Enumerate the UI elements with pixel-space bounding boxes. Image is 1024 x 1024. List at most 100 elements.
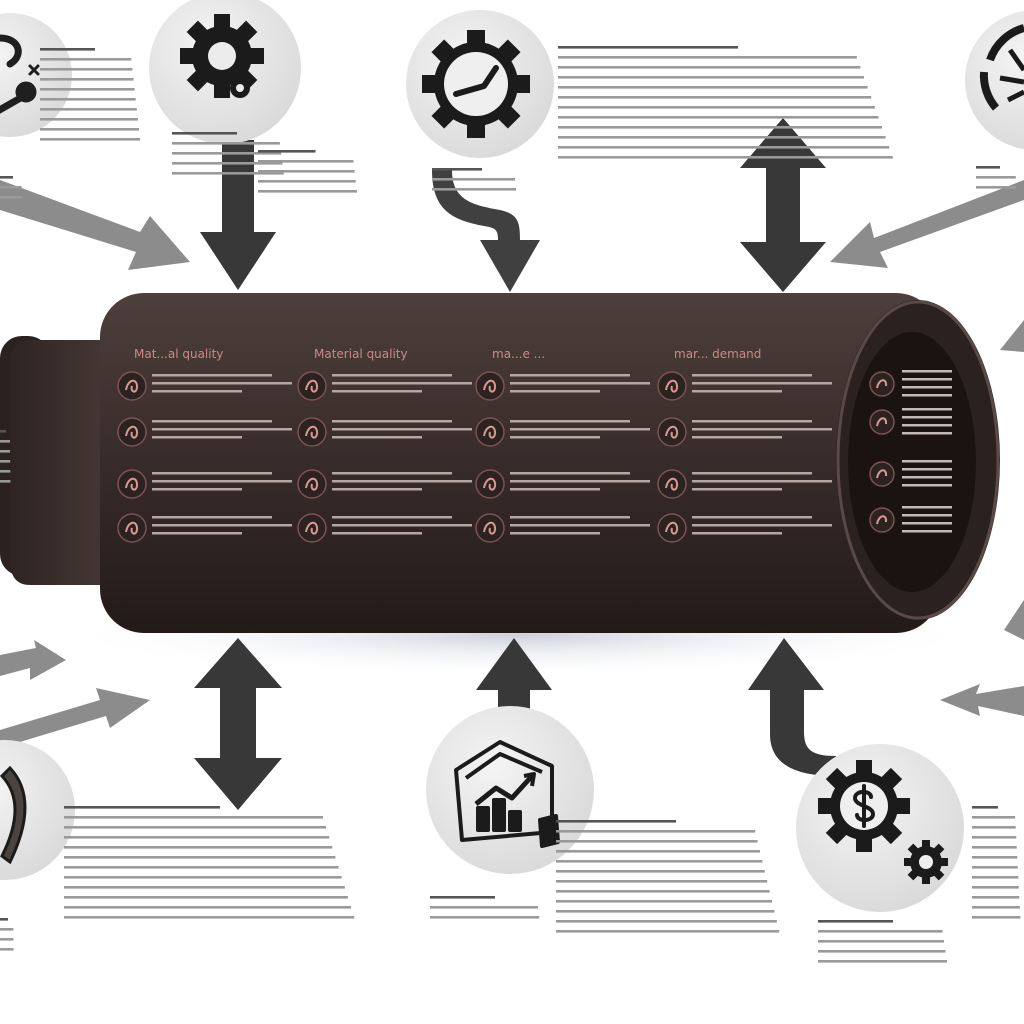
tube-text-line [332,524,472,527]
tube-text-line [152,374,272,377]
tube-text-line [152,516,272,519]
tube-text-line [692,524,832,527]
tube-text-line [152,436,242,439]
tube-text-line [692,382,832,385]
arrow-bottom-right [940,684,1024,716]
tube-text-line [510,374,630,377]
tube-text-line [152,524,292,527]
tube-end-row [869,370,952,397]
tube-text-line [152,382,292,385]
tube-column: Material quality [297,347,472,543]
text-block [0,918,14,951]
gear-icon [180,14,264,98]
tube-body [100,293,940,633]
placeholder-text-blocks [0,46,1021,963]
shield-icon [0,765,27,865]
text-block [64,806,355,919]
tube-text-line [510,524,650,527]
hammer-icon [657,417,832,447]
node-gear-dollar [796,744,964,912]
tube-text-line [510,488,600,491]
tube-text-line [510,472,630,475]
tube-text-line [152,390,242,393]
tube-text-line [692,532,782,535]
node-gear-clock [406,10,554,158]
tube-text-line [510,382,650,385]
text-block [972,806,1021,919]
tube-text-line [692,428,832,431]
tube-text-line [692,374,812,377]
tube-end-content [869,370,952,533]
tube-text-line [332,472,452,475]
arrow-gear-clock-curve [432,170,540,292]
tube-end-row [869,460,952,487]
small-gear-icon [904,840,948,884]
text-block [172,132,284,175]
node-gear [149,0,301,144]
tube-column-heading: mar... demand [674,347,761,361]
arrow-bottom-left-2 [0,688,150,748]
tube-text-line [152,532,242,535]
tube-text-line [332,436,422,439]
drop-icon [297,371,472,401]
tube-text-line [692,480,832,483]
text-block [40,48,141,141]
tube-end-row [869,506,952,533]
node-growth-chart-circle [426,706,594,874]
tube-text-line [692,488,782,491]
text-block [976,166,1017,189]
tube-column-heading: Mat...al quality [134,347,223,361]
tube-text-line [332,488,422,491]
figure-icon [297,513,472,543]
text-block [0,430,11,483]
arrow-top-right [830,180,1024,268]
tube-text-line [692,420,812,423]
growth-chart-icon [454,740,560,848]
arrow-curve-bottom-right [748,638,836,776]
tube-column: ma...e ... [475,347,650,543]
knot-icon [117,469,292,499]
pipeline-tube [0,293,1000,633]
swirl-icon [117,417,292,447]
tube-text-line [332,382,472,385]
tube-column-heading: Material quality [314,347,408,361]
tube-column: mar... demand [657,347,832,543]
cone-icon [475,371,650,401]
box-icon [475,417,650,447]
tube-end-highlight [836,300,1000,620]
tube-text-line [510,436,600,439]
arrow-right-edge-2 [1004,600,1024,640]
tube-text-line [152,480,292,483]
curl-icon [117,513,292,543]
dial-icon [979,24,1024,111]
tube-text-line [152,420,272,423]
tube-text-line [692,516,812,519]
tube-text-line [510,516,630,519]
tube-column-heading: ma...e ... [492,347,545,361]
arrows-top [0,118,1024,352]
tube-text-line [692,390,782,393]
wrench-icon [0,34,40,114]
tube-text-line [510,428,650,431]
tube-column: Mat...al quality [117,347,292,543]
arrow-gear-down [200,140,276,290]
arrow-bottom-left-1 [0,640,66,680]
arrow-double-top [740,118,826,292]
tube-text-line [332,480,472,483]
tube-text-line [332,532,422,535]
tube-end-row [869,408,952,435]
text-block [432,168,516,191]
tube-text-line [692,436,782,439]
leaf-icon [297,469,472,499]
tube-text-line [510,480,650,483]
tube-text-line [332,374,452,377]
node-dial-circle [965,10,1024,150]
arrow-top-left [0,180,190,270]
tube-text-line [332,428,472,431]
text-block [430,896,540,919]
text-block [0,176,22,199]
tube-text-line [510,420,630,423]
gear-dollar-icon [818,760,910,852]
node-growth-chart [426,706,594,874]
